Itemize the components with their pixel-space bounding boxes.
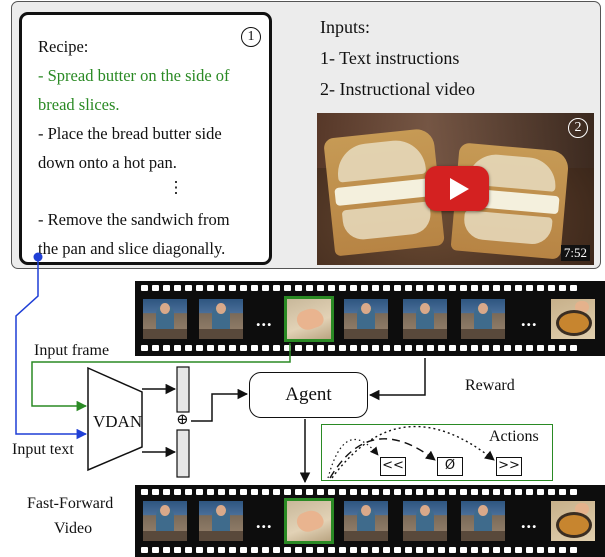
label-fast-forward-line2: Video [54,520,93,537]
film-frame [403,501,447,541]
inputs-title: Inputs: [320,17,371,37]
input-frame-arrow [31,343,291,412]
inputs-list: Inputs: 1- Text instructions 2- Instruct… [320,12,475,105]
film-frame-selected [284,498,334,544]
agent-box: Agent [249,372,368,418]
rewind-action-icon: << [380,457,406,476]
fast-forward-filmstrip: ... ... [135,485,605,557]
label-fast-forward-line1: Fast-Forward [27,495,114,512]
recipe-step1-line2: bread slices. [38,95,120,114]
film-ellipsis: ... [256,512,273,532]
recipe-dots: ⋮ [167,178,185,197]
film-frame [199,501,243,541]
reward-arrow [368,358,426,401]
film-frame [461,299,505,339]
skip-action-icon: Ø [437,457,463,476]
inputs-item-1: 1- Text instructions [320,48,460,68]
action-curve-forward [331,425,495,479]
recipe-text: Recipe: - Spread butter on the side of b… [38,32,266,263]
play-button-icon[interactable] [425,166,489,211]
badge-2: 2 [568,118,588,138]
input-filmstrip: ... ... [135,281,605,356]
inputs-item-2: 2- Instructional video [320,79,475,99]
film-frame [199,299,243,339]
film-frame-selected [284,296,334,342]
recipe-box: 1 Recipe: - Spread butter on the side of… [19,12,272,265]
label-input-frame: Input frame [34,342,110,359]
recipe-step3-line1: - Remove the sandwich from [38,210,230,229]
film-frame [461,501,505,541]
film-frame [403,299,447,339]
film-ellipsis: ... [521,310,538,330]
concat-operator-icon: ⊕ [176,412,189,428]
actions-box [321,424,553,481]
action-curve-skip [329,438,436,479]
badge-1: 1 [241,27,261,47]
recipe-step2-line1: - Place the bread butter side [38,124,222,143]
feature-vector-frame [176,366,190,413]
film-frame [551,299,595,339]
state-to-agent-arrow [191,388,249,422]
film-frame [344,299,388,339]
film-ellipsis: ... [256,310,273,330]
label-vdan: VDAN [93,412,143,431]
feature-vector-text [176,429,190,478]
video-thumbnail[interactable]: 2 7:52 [317,113,594,265]
label-actions: Actions [489,428,539,445]
film-frame [344,501,388,541]
vdan-encoder-shape [87,366,143,472]
input-text-arrow [15,257,88,440]
film-frame [143,501,187,541]
label-reward: Reward [465,377,515,394]
film-frame [143,299,187,339]
video-duration: 7:52 [560,245,590,261]
label-input-text: Input text [12,441,74,458]
label-agent: Agent [285,384,332,405]
film-ellipsis: ... [521,512,538,532]
forward-action-icon: >> [496,457,522,476]
recipe-step2-line2: down onto a hot pan. [38,153,177,172]
recipe-heading: Recipe: [38,37,89,56]
recipe-step1-line1: - Spread butter on the side of [38,66,230,85]
film-frame [551,501,595,541]
recipe-step3-line2: the pan and slice diagonally. [38,239,226,258]
